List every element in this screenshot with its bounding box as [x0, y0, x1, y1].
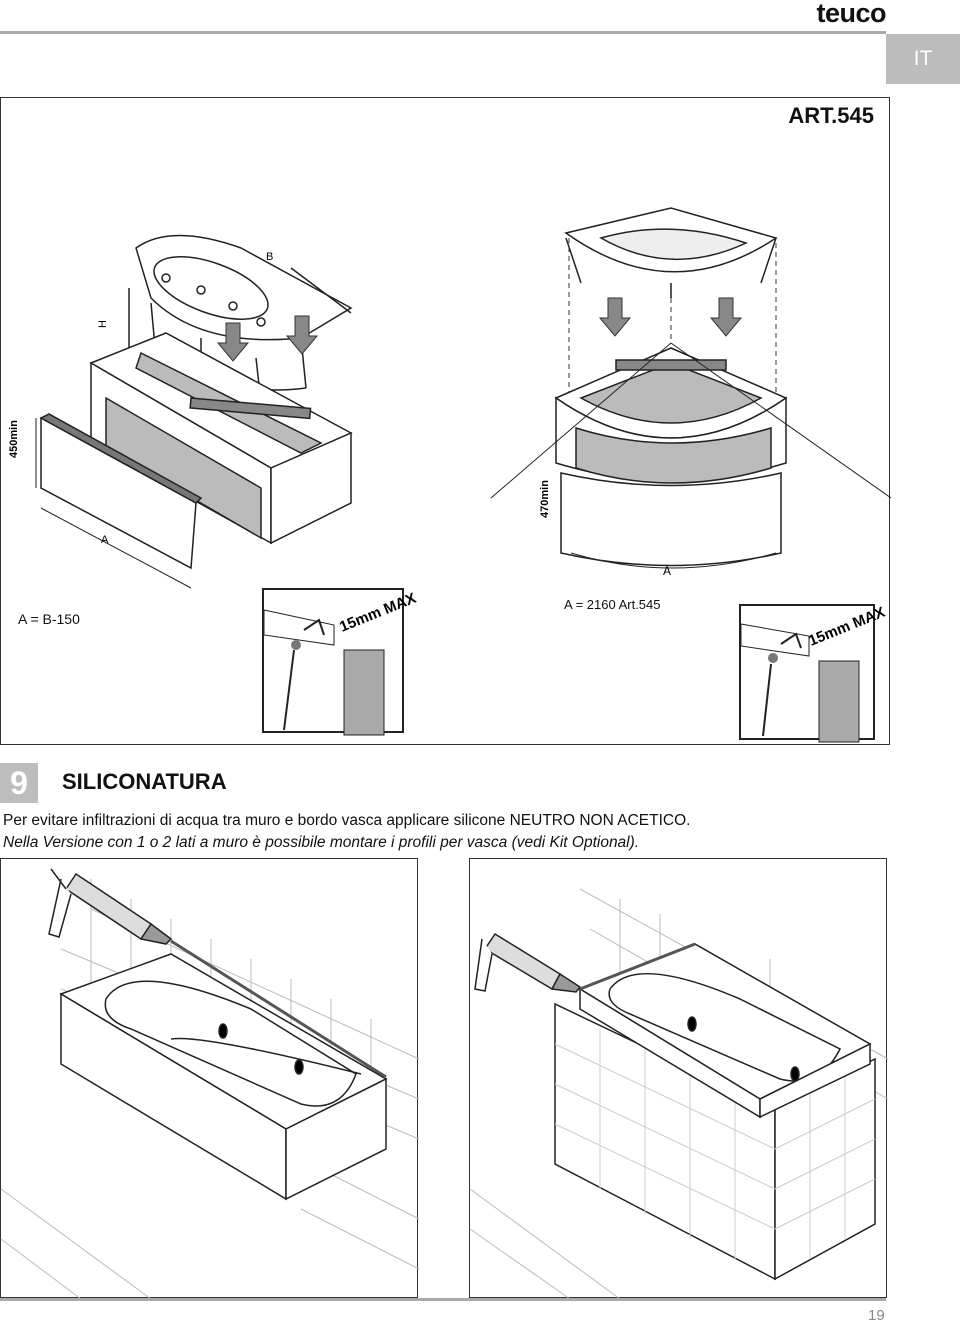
caption-right: A = 2160 Art.545	[564, 597, 661, 612]
bathtub-illustration	[578, 943, 872, 1119]
footer-rule	[0, 1298, 886, 1301]
tiled-base-left-illustration	[89, 332, 353, 545]
base-tiles	[554, 1029, 876, 1259]
down-arrow-icon	[216, 322, 250, 362]
down-arrow-icon	[285, 315, 319, 355]
optional-note: Nella Versione con 1 o 2 lati a muro è p…	[3, 834, 640, 851]
dimension-a-left-label: A	[101, 534, 109, 546]
dimension-b-label: B	[266, 251, 273, 263]
silicone-gun-icon	[474, 932, 582, 993]
article-label: ART.545	[788, 103, 874, 128]
detail-inset-left: 15mm MAX	[262, 588, 418, 736]
detail-right-label: 15mm MAX	[806, 604, 887, 650]
header-rule	[0, 31, 886, 34]
detail-inset-right: 15mm MAX	[739, 604, 887, 743]
step-title: SILICONATURA	[62, 769, 227, 794]
instruction-text: Per evitare infiltrazioni di acqua tra m…	[3, 812, 691, 829]
tiled-base-illustration	[554, 1002, 876, 1281]
dimension-a-right-label: A	[663, 564, 671, 578]
down-arrow-icon	[709, 297, 743, 337]
min-height-left-label: 450min	[8, 420, 20, 458]
corner-bathtub-illustration	[564, 207, 778, 298]
min-height-right-label: 470min	[539, 480, 551, 518]
silicone-figure-right	[469, 858, 889, 1300]
page-number: 19	[868, 1307, 885, 1324]
front-panel-left-illustration	[39, 413, 203, 570]
installation-figure: B H 450min A	[0, 97, 892, 745]
silicone-gun-icon	[48, 868, 173, 945]
brand-logo: teuco	[816, 0, 886, 28]
step-number: 9	[0, 763, 38, 803]
tiled-base-right-illustration	[554, 347, 788, 567]
bathtub-illustration	[59, 953, 388, 1201]
silicone-figure-left	[0, 858, 420, 1300]
down-arrow-icon	[598, 297, 632, 337]
dimension-h-label: H	[97, 320, 109, 328]
language-tab[interactable]: IT	[886, 34, 960, 84]
caption-left: A = B-150	[18, 611, 80, 627]
installation-drawing: B H 450min A	[8, 207, 892, 589]
